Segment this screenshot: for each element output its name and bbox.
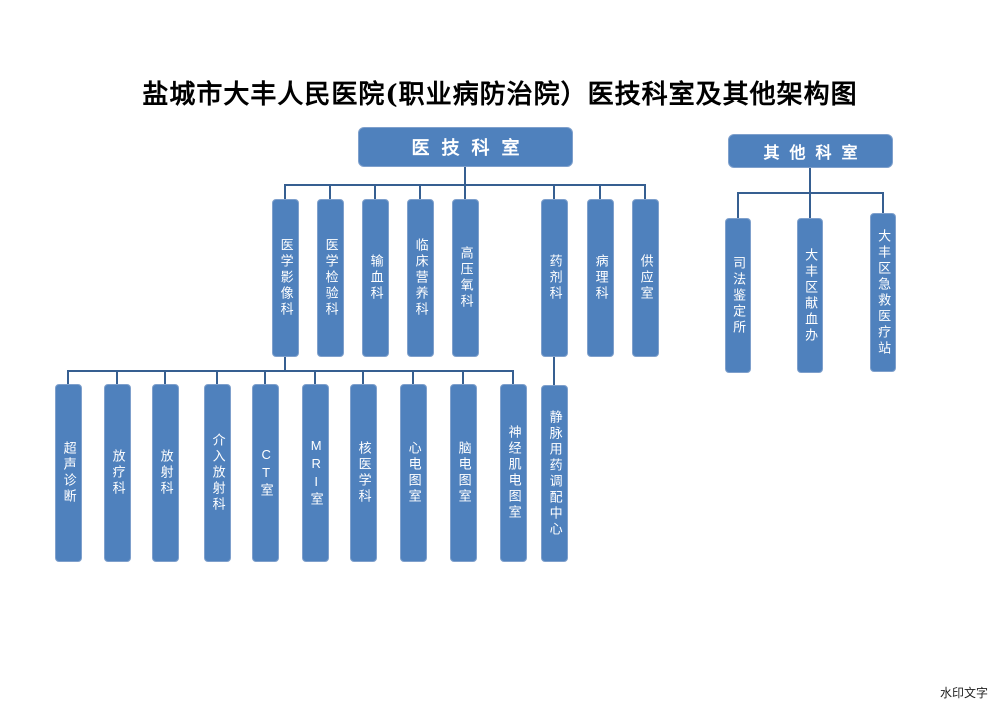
node-label: 大丰区献血办 xyxy=(803,247,819,344)
node-label: 医学影像科 xyxy=(278,238,294,318)
node-ultrasound-diagnosis: 超声诊断 xyxy=(55,384,82,562)
node-label: 大丰区急救医疗站 xyxy=(876,228,892,357)
connector-line xyxy=(264,370,266,385)
node-judicial-appraisal: 司法鉴定所 xyxy=(725,218,751,373)
node-label: 心电图室 xyxy=(406,441,422,505)
node-supply-room: 供应室 xyxy=(632,199,659,357)
connector-line xyxy=(374,184,376,199)
node-label: 神经肌电图室 xyxy=(506,425,522,521)
connector-line xyxy=(216,370,218,385)
node-iv-dispensing-center: 静脉用药调配中心 xyxy=(541,385,568,562)
connector-line xyxy=(809,192,811,218)
node-radiotherapy: 放疗科 xyxy=(104,384,131,562)
node-emg-room: 神经肌电图室 xyxy=(500,384,527,562)
node-eeg-room: 脑电图室 xyxy=(450,384,477,562)
node-label: 医技科室 xyxy=(411,138,532,158)
node-medical-lab: 医学检验科 xyxy=(317,199,344,357)
connector-line xyxy=(362,370,364,385)
node-label: 介入放射科 xyxy=(210,433,226,513)
node-label: 超声诊断 xyxy=(61,441,77,505)
node-hyperbaric-oxygen: 高压氧科 xyxy=(452,199,479,357)
watermark-text: 水印文字 xyxy=(939,686,988,700)
connector-line xyxy=(419,184,421,199)
connector-line xyxy=(553,357,555,386)
node-label: 高压氧科 xyxy=(458,246,474,310)
node-label: 临床营养科 xyxy=(413,238,429,318)
node-pathology: 病理科 xyxy=(587,199,614,357)
node-label: 药剂科 xyxy=(547,254,563,302)
connector-line xyxy=(164,370,166,385)
connector-line xyxy=(809,168,811,194)
node-label: 放射科 xyxy=(158,449,174,497)
connector-line xyxy=(284,184,286,199)
connector-line xyxy=(464,184,466,199)
node-ecg-room: 心电图室 xyxy=(400,384,427,562)
node-label: 静脉用药调配中心 xyxy=(547,409,563,538)
node-clinical-nutrition: 临床营养科 xyxy=(407,199,434,357)
connector-line xyxy=(599,184,601,199)
node-nuclear-medicine: 核医学科 xyxy=(350,384,377,562)
node-label: MRI室 xyxy=(308,438,324,508)
node-blood-donation-office: 大丰区献血办 xyxy=(797,218,823,373)
connector-line xyxy=(462,370,464,385)
connector-line xyxy=(412,370,414,385)
node-blood-transfusion: 输血科 xyxy=(362,199,389,357)
connector-line xyxy=(116,370,118,385)
node-ct-room: CT室 xyxy=(252,384,279,562)
node-label: 病理科 xyxy=(593,254,609,302)
connector-line xyxy=(644,184,646,199)
connector-line xyxy=(882,192,884,213)
connector-line xyxy=(284,357,286,371)
connector-line xyxy=(737,192,739,218)
connector-line xyxy=(314,370,316,385)
node-other-dept: 其他科室 xyxy=(728,134,893,168)
connector-line xyxy=(512,370,514,385)
node-pharmacy: 药剂科 xyxy=(541,199,568,357)
node-label: 脑电图室 xyxy=(456,441,472,505)
node-label: 放疗科 xyxy=(110,449,126,497)
node-medtech-dept: 医技科室 xyxy=(358,127,573,167)
node-label: 司法鉴定所 xyxy=(731,255,747,336)
node-label: CT室 xyxy=(258,447,274,499)
node-mri-room: MRI室 xyxy=(302,384,329,562)
node-radiology: 放射科 xyxy=(152,384,179,562)
node-label: 供应室 xyxy=(638,254,654,302)
node-label: 输血科 xyxy=(368,254,384,302)
page-title: 盐城市大丰人民医院(职业病防治院）医技科室及其他架构图 xyxy=(142,80,858,110)
connector-line xyxy=(464,167,466,186)
node-interventional-radiology: 介入放射科 xyxy=(204,384,231,562)
connector-line xyxy=(67,370,514,372)
connector-line xyxy=(67,370,69,385)
node-label: 其他科室 xyxy=(763,145,868,162)
node-label: 医学检验科 xyxy=(323,238,339,318)
node-medical-imaging: 医学影像科 xyxy=(272,199,299,357)
connector-line xyxy=(553,184,555,199)
node-label: 核医学科 xyxy=(356,441,372,505)
connector-line xyxy=(329,184,331,199)
node-emergency-medical-station: 大丰区急救医疗站 xyxy=(870,213,896,372)
